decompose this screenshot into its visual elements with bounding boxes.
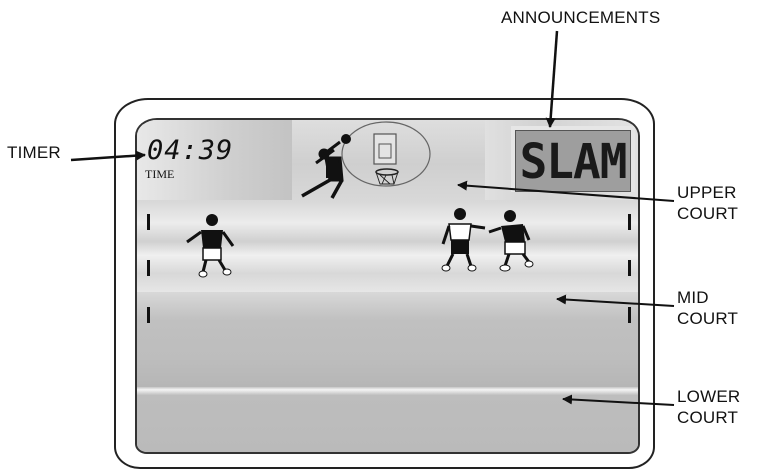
lower-court-arrow <box>563 399 674 405</box>
announcements-arrow <box>550 31 557 127</box>
timer-arrow <box>71 155 145 160</box>
upper-court-arrow <box>458 185 674 201</box>
mid-court-arrow <box>557 299 674 306</box>
